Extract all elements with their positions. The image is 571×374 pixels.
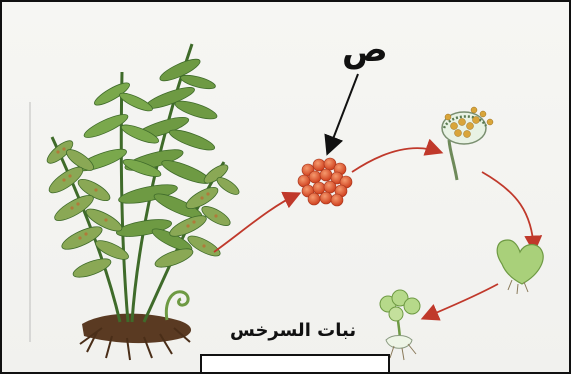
prothallus-icon	[497, 240, 543, 294]
spore-label: ص	[342, 30, 388, 70]
sporangium-icon	[442, 107, 493, 180]
young-fern-icon	[380, 290, 420, 360]
fern-plant-label: نبات السرخس	[230, 320, 356, 341]
spore-cluster-icon	[298, 158, 352, 206]
answer-box[interactable]	[200, 354, 390, 374]
fern-plant-icon	[44, 44, 242, 360]
pointer-arrow	[328, 74, 358, 152]
cycle-arrows	[214, 148, 534, 318]
